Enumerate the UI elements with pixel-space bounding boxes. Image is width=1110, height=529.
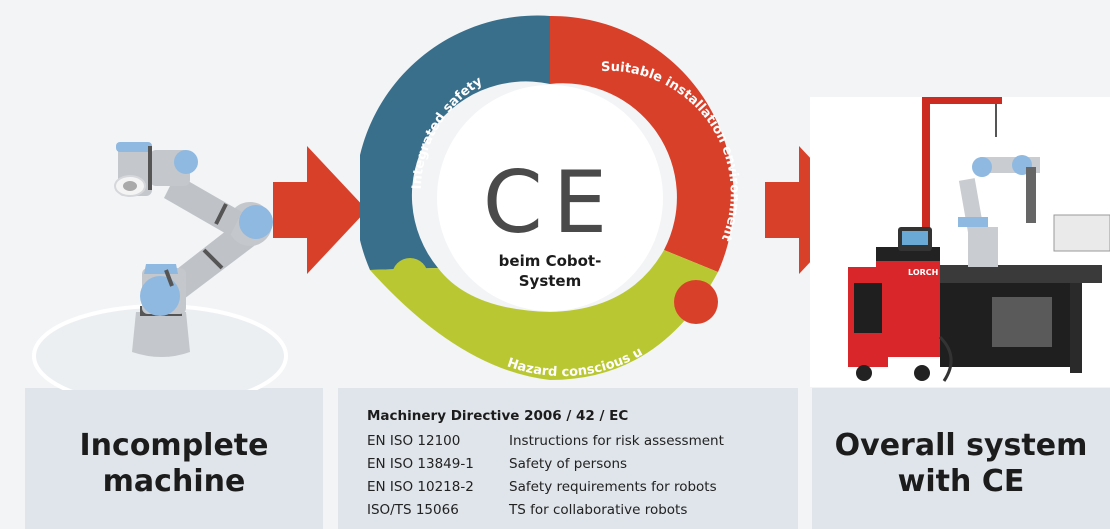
- standard-code: ISO/TS 15066: [367, 502, 459, 518]
- right-title-line1: Overall system: [834, 428, 1088, 463]
- standard-row: EN ISO 10218-2 Safety requirements for ro…: [367, 479, 717, 495]
- robot-arm-illustration: [32, 142, 288, 390]
- puzzle-knob-red: [554, 22, 594, 62]
- standard-desc: Instructions for risk assessment: [509, 433, 724, 449]
- right-title-line2: with CE: [897, 464, 1025, 499]
- puzzle-knob-green: [392, 258, 428, 294]
- standard-desc: Safety requirements for robots: [509, 479, 717, 495]
- left-title-line2: machine: [102, 464, 246, 499]
- right-panel-title: Overall system with CE: [812, 428, 1110, 500]
- right-panel: [812, 388, 1110, 529]
- segment-integrated-safety: [360, 15, 550, 270]
- standard-code: EN ISO 10218-2: [367, 479, 474, 495]
- center-line2: System: [519, 272, 581, 290]
- standard-code: EN ISO 12100: [367, 433, 461, 449]
- standard-row: ISO/TS 15066 TS for collaborative robots: [367, 502, 687, 518]
- center-line1: beim Cobot-: [499, 252, 602, 270]
- ce-mark: CE: [483, 153, 617, 253]
- standards-heading: Machinery Directive 2006 / 42 / EC: [367, 408, 629, 424]
- arrow-right-icon: [273, 146, 367, 274]
- left-panel: [25, 388, 323, 529]
- standard-row: EN ISO 12100 Instructions for risk assess…: [367, 433, 724, 449]
- puzzle-knob-red-bottom: [674, 280, 718, 324]
- standards-panel: [338, 388, 798, 529]
- segment-hazard-conscious-use: [370, 250, 718, 380]
- welding-cobot-photo: LORCH: [810, 97, 1110, 387]
- left-title-line1: Incomplete: [79, 428, 269, 463]
- segment-installation-environment: [550, 15, 734, 272]
- standard-code: EN ISO 13849-1: [367, 456, 474, 472]
- standard-row: EN ISO 13849-1 Safety of persons: [367, 456, 627, 472]
- standard-desc: Safety of persons: [509, 456, 628, 472]
- left-panel-title: Incomplete machine: [25, 428, 323, 500]
- standard-desc: TS for collaborative robots: [509, 502, 688, 518]
- ce-cycle-diagram: Integrated safety Suitable installation …: [360, 10, 740, 380]
- lorch-brand-label: LORCH: [908, 268, 938, 277]
